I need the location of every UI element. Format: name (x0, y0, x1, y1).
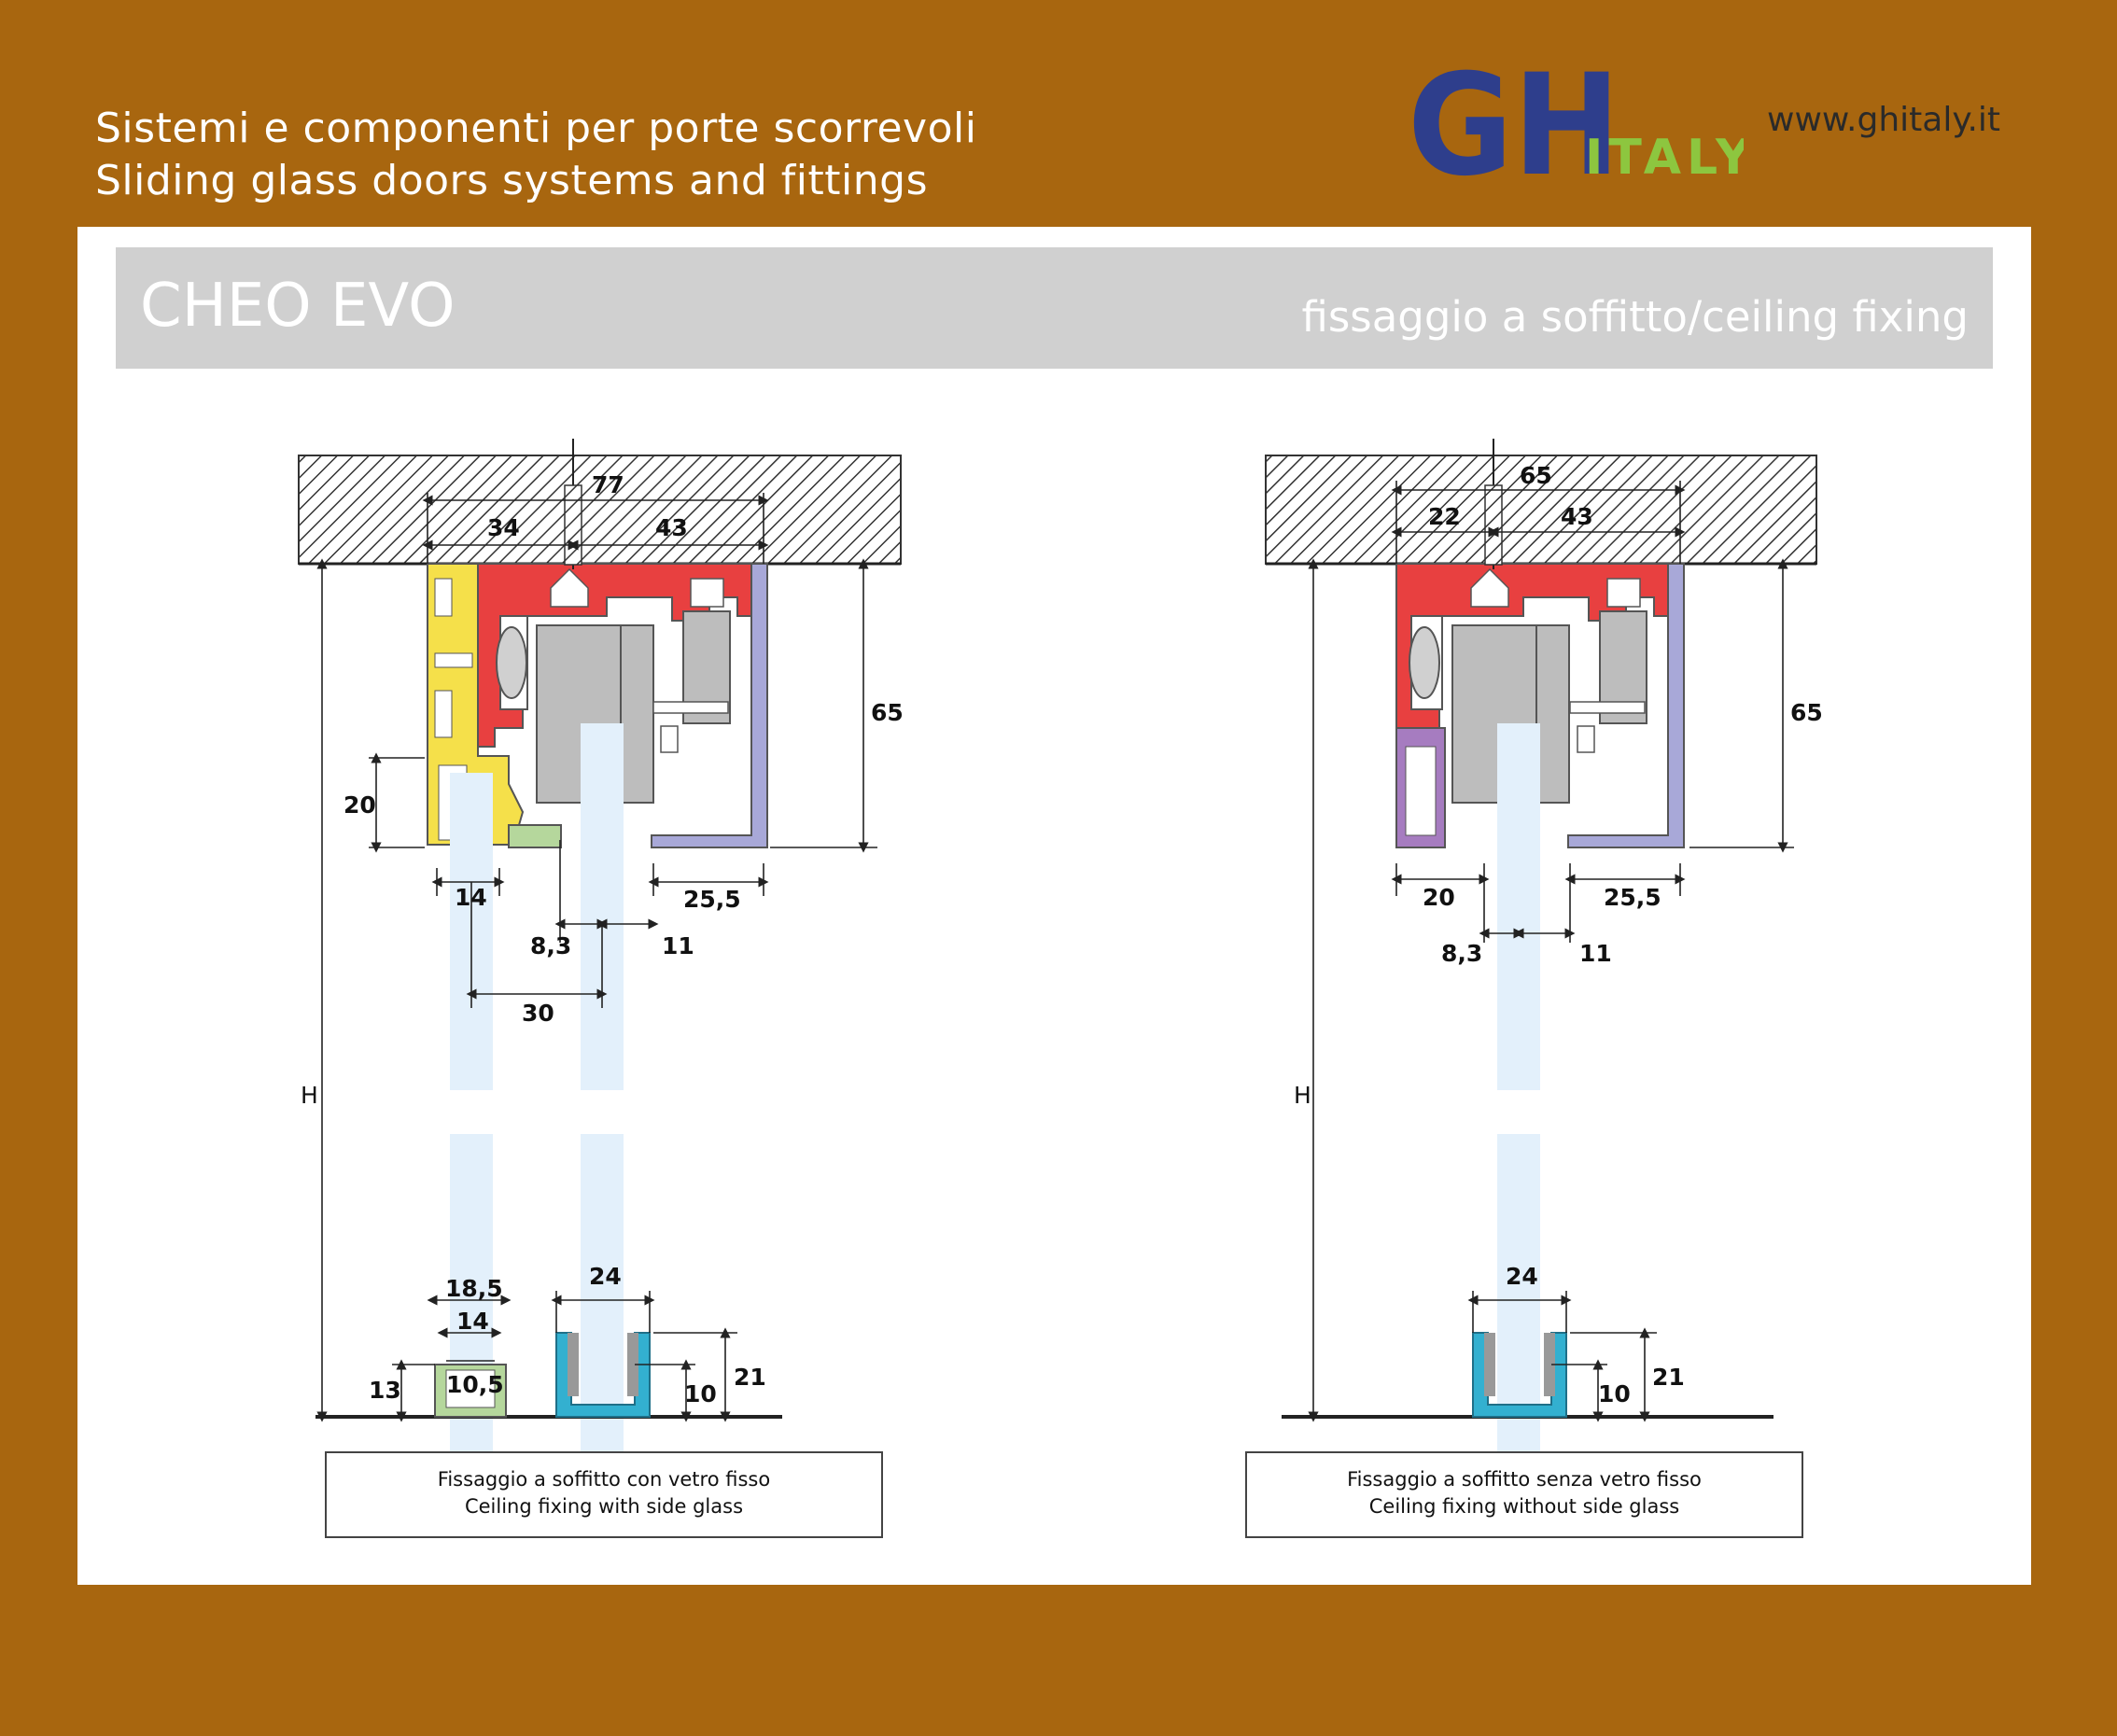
dim-left-width: 22 (1428, 503, 1461, 530)
diagram-without-side-glass: 65 22 43 65 20 25,5 8,3 11 H 24 21 10 (1265, 439, 1823, 1489)
dim-total-width: 65 (1520, 462, 1552, 489)
dim-guide-inner: 10 (1598, 1380, 1631, 1407)
gh-italy-logo: GH ITALY (1408, 58, 1744, 187)
product-title: CHEO EVO (140, 272, 456, 341)
caption-line-it: Fissaggio a soffitto senza vetro fisso (1347, 1468, 1702, 1491)
caption-without-side-glass: Fissaggio a soffitto senza vetro fisso C… (1245, 1451, 1803, 1538)
dim-floor-inner: 10,5 (446, 1371, 504, 1398)
dim-left-width: 34 (487, 514, 520, 541)
logo-italy: ITALY (1585, 130, 1744, 186)
product-subtitle: fissaggio a soffitto/ceiling fixing (1301, 292, 1969, 342)
caption-line-en: Ceiling fixing without side glass (1368, 1495, 1680, 1518)
caption-with-side-glass: Fissaggio a soffitto con vetro fisso Cei… (325, 1451, 883, 1538)
sliding-glass (1497, 723, 1540, 1090)
header-title-it: Sistemi e componenti per porte scorrevol… (95, 105, 977, 152)
dim-guide-width: 24 (589, 1263, 622, 1290)
dim-offset-b: 11 (662, 932, 694, 959)
dim-glass-spacing: 30 (522, 1000, 554, 1027)
dim-height: 65 (871, 699, 904, 726)
dim-right-width: 43 (1561, 503, 1593, 530)
sliding-glass (581, 723, 624, 1090)
dim-side-glass: 14 (455, 884, 487, 911)
dim-cover-width: 25,5 (1604, 884, 1661, 911)
dim-floor-height: 13 (369, 1377, 401, 1404)
caption-line-en: Ceiling fixing with side glass (464, 1495, 744, 1518)
dim-left-bottom: 20 (1423, 884, 1455, 911)
ceiling-hatch (1265, 455, 1817, 565)
dim-total-width: 77 (592, 471, 624, 498)
dim-height: 65 (1790, 699, 1823, 726)
dim-profile-height: 20 (343, 791, 376, 819)
dim-offset-a: 8,3 (1441, 940, 1482, 967)
title-bar: CHEO EVO fissaggio a soffitto/ceiling fi… (116, 247, 1993, 369)
dim-wall-height: H (1294, 1082, 1311, 1109)
dim-cover-width: 25,5 (683, 886, 741, 913)
dim-wall-height: H (301, 1082, 318, 1109)
content-panel (77, 227, 2031, 1585)
dim-offset-a: 8,3 (530, 932, 571, 959)
ceiling-track (477, 563, 764, 748)
header-title-en: Sliding glass doors systems and fittings (95, 157, 928, 204)
dim-guide-inner: 10 (684, 1380, 717, 1407)
caption-line-it: Fissaggio a soffitto con vetro fisso (437, 1468, 771, 1491)
cover-profile (1567, 563, 1685, 848)
diagram-with-side-glass: 77 34 43 65 20 14 25,5 8,3 11 30 H 24 21… (298, 439, 904, 1489)
dim-guide-height: 21 (1652, 1364, 1685, 1391)
dim-guide-height: 21 (734, 1364, 766, 1391)
dim-floor-mid: 14 (456, 1308, 489, 1335)
cover-profile (651, 563, 768, 848)
dim-offset-b: 11 (1579, 940, 1612, 967)
logo-gh: GH (1408, 58, 1620, 187)
dim-right-width: 43 (655, 514, 688, 541)
website-link[interactable]: www.ghitaly.it (1767, 101, 2001, 139)
dim-floor-outer: 18,5 (445, 1275, 503, 1302)
dim-guide-width: 24 (1506, 1263, 1538, 1290)
